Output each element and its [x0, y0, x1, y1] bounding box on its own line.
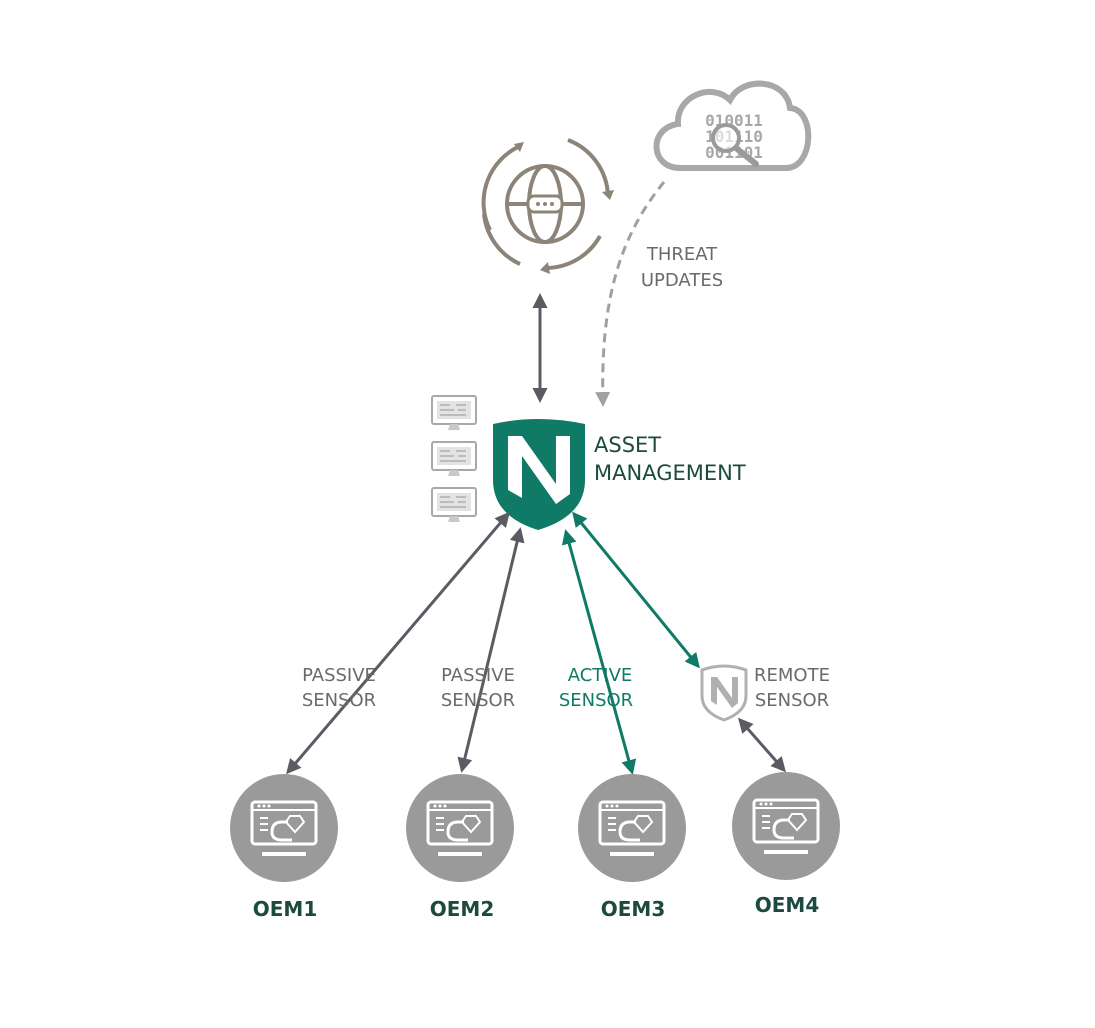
sensor-label-1-line-1: PASSIVE	[302, 665, 376, 686]
threat-updates-arrow	[595, 181, 666, 407]
remote-oem4-arrow	[738, 717, 786, 773]
oem-device-3	[576, 772, 688, 884]
remote-sensor-arrow	[572, 511, 700, 669]
sensor-label-1-line-2: SENSOR	[302, 690, 376, 711]
shield-logo-icon	[493, 419, 585, 530]
oem-label-3: OEM3	[601, 897, 665, 921]
threat-cloud-icon: 010011 101110 001101	[653, 80, 812, 171]
passive-sensor-2-arrow	[457, 527, 525, 773]
sensor-label-3-line-1: ACTIVE	[568, 665, 633, 686]
oem-label-2: OEM2	[430, 897, 494, 921]
device-icon	[404, 772, 516, 884]
sensor-label-4-line-1: REMOTE	[754, 665, 830, 686]
oem-device-1	[228, 772, 340, 884]
active-sensor-arrow	[561, 529, 637, 775]
oem-device-4	[730, 770, 842, 882]
passive-sensor-1-arrow	[286, 511, 510, 775]
device-icon	[228, 772, 340, 884]
magnifier-icon	[711, 123, 741, 153]
device-icon	[576, 772, 688, 884]
sensor-label-2-line-2: SENSOR	[441, 690, 515, 711]
sensor-label-3-line-2: SENSOR	[559, 690, 633, 711]
oem-label-4: OEM4	[755, 893, 819, 917]
sensor-label-2-line-1: PASSIVE	[441, 665, 515, 686]
sensor-label-4-line-2: SENSOR	[755, 690, 829, 711]
asset-management-label-line-2: MANAGEMENT	[594, 461, 746, 485]
oem-device-2	[404, 772, 516, 884]
threat-updates-label-line-1: THREAT	[646, 244, 718, 265]
globe-sync-icon	[481, 138, 614, 274]
sensor-labels: PASSIVE SENSOR PASSIVE SENSOR ACTIVE SEN…	[302, 665, 830, 711]
remote-shield-icon	[700, 664, 748, 722]
asset-management-label-line-1: ASSET	[594, 433, 661, 457]
threat-updates-label-line-2: UPDATES	[641, 270, 723, 291]
monitor-stack-icon	[431, 395, 477, 523]
device-icon	[730, 770, 842, 882]
oem-label-1: OEM1	[253, 897, 317, 921]
